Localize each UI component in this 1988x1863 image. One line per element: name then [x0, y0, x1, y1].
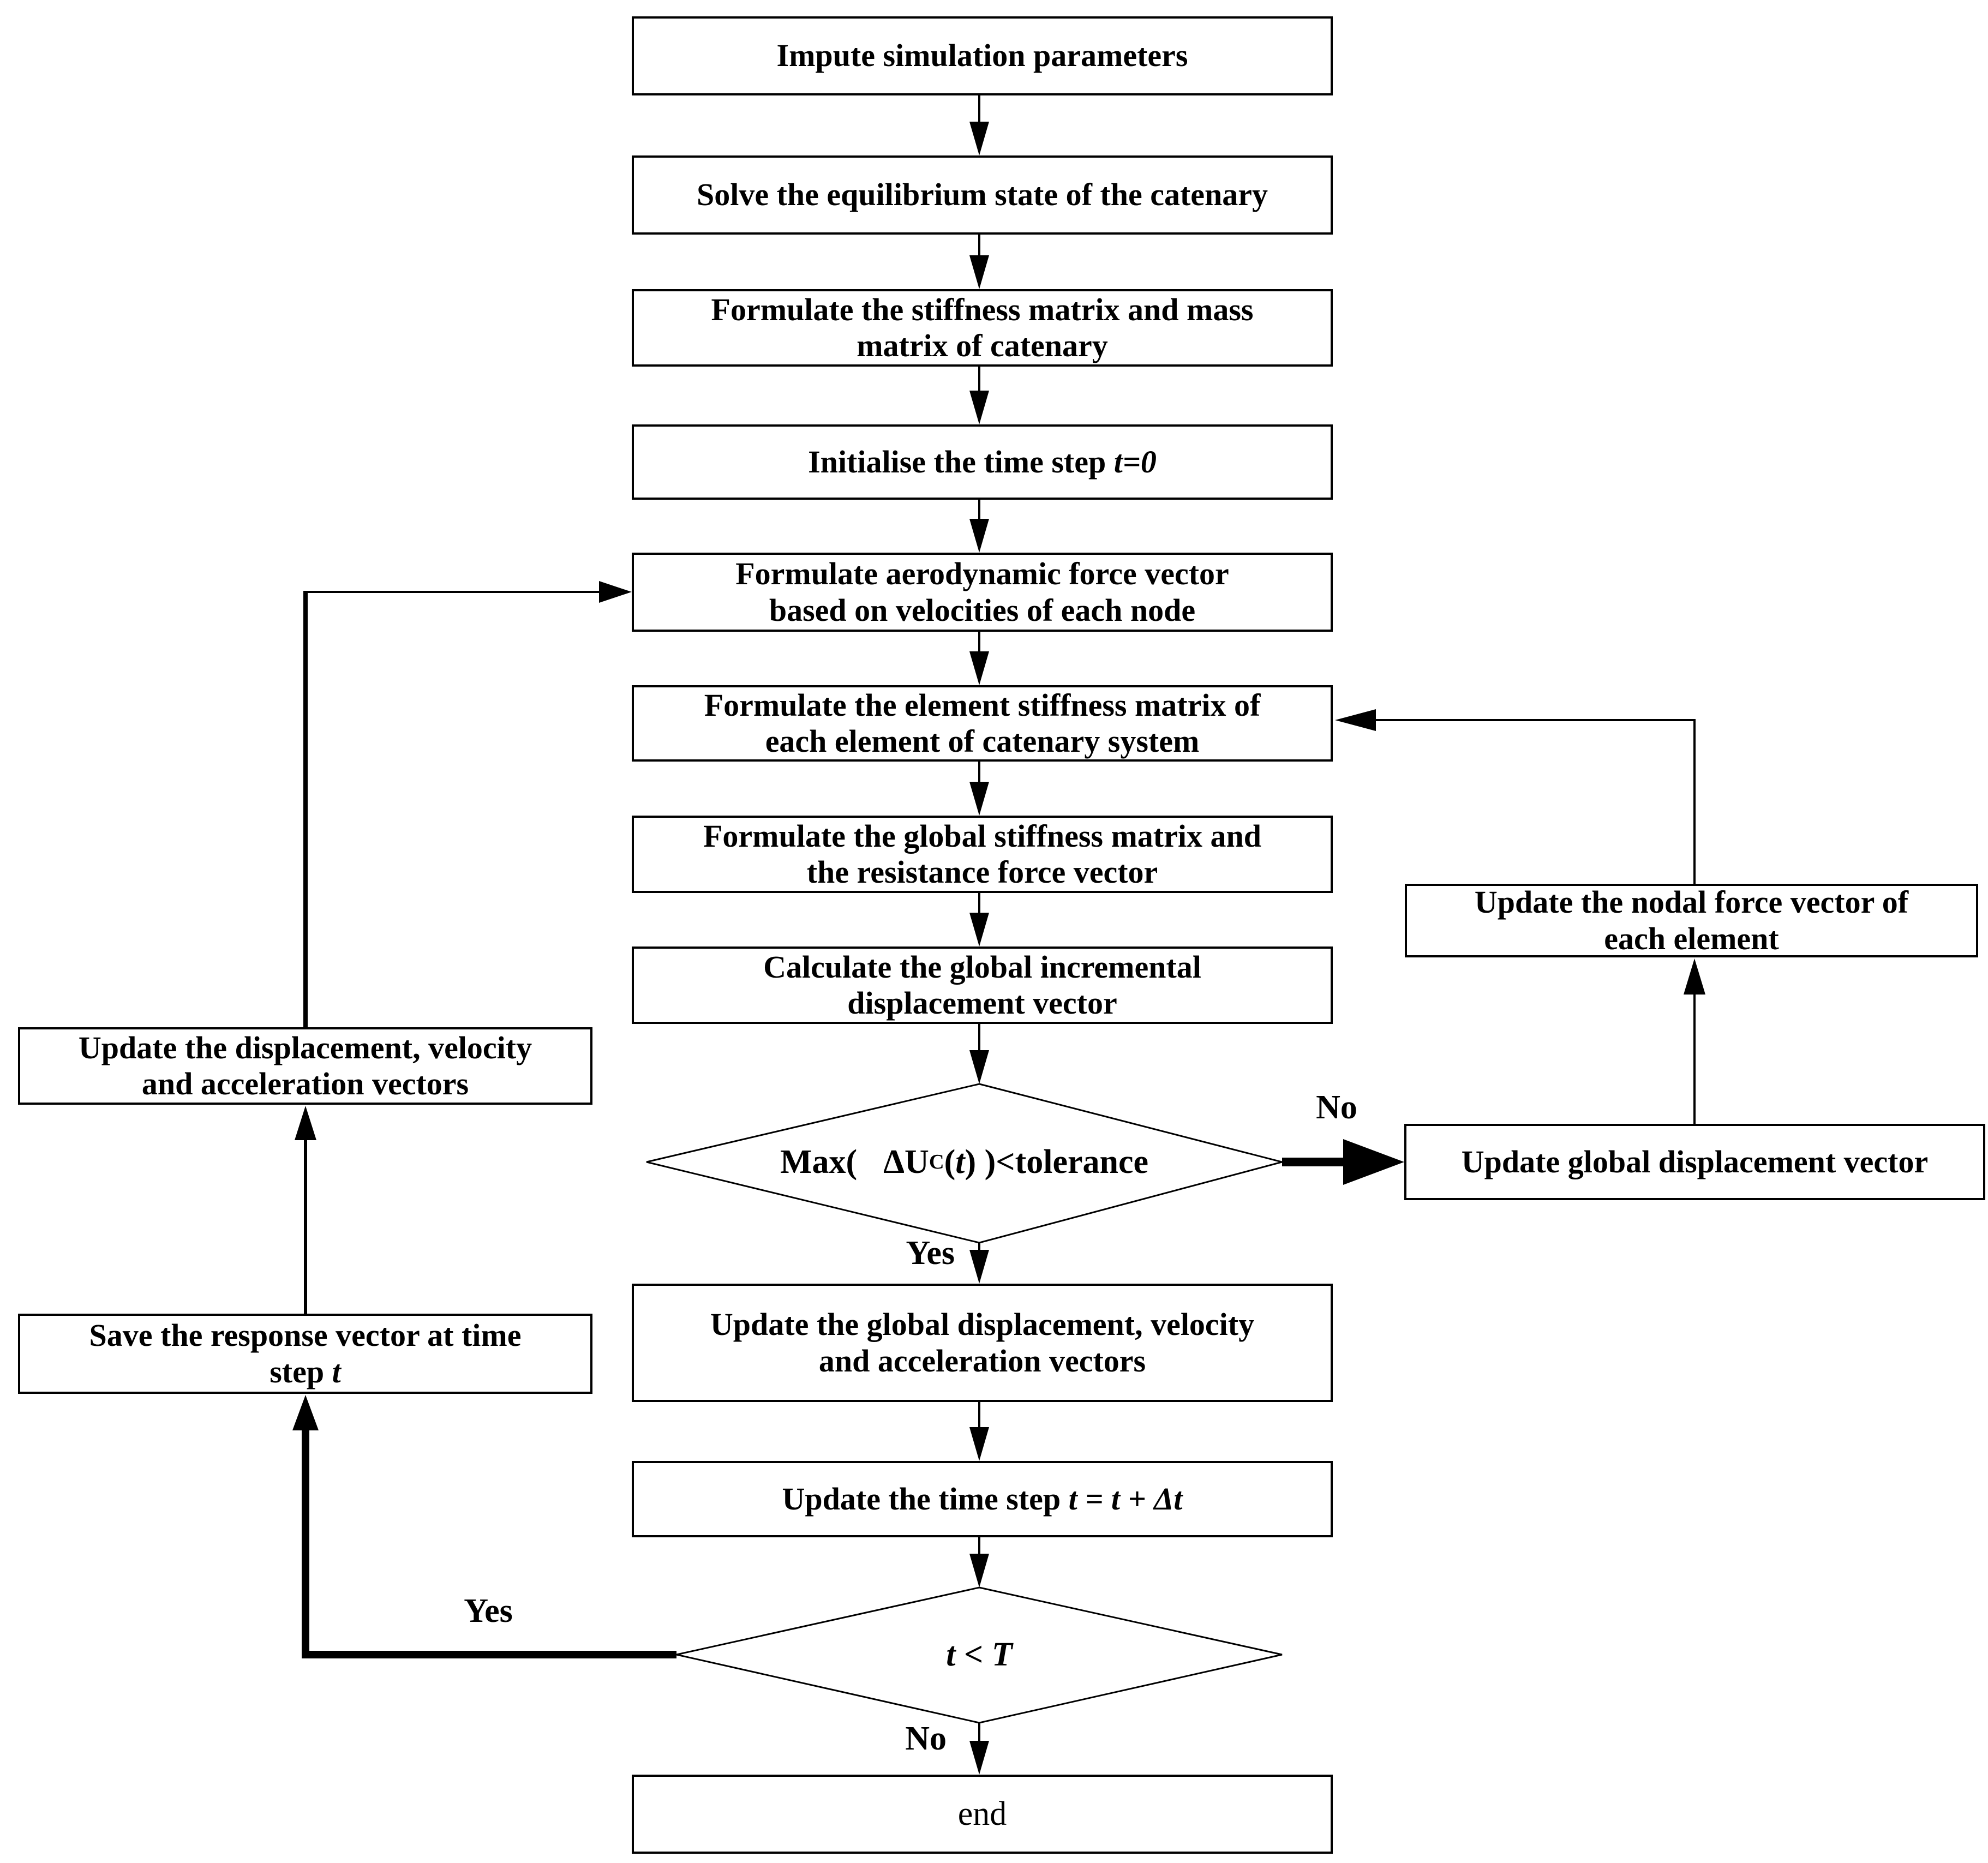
process-global-stiffness: Formulate the global stiffness matrix an…	[632, 816, 1333, 893]
process-label-line1: Formulate the element stiffness matrix o…	[704, 687, 1261, 723]
process-initialise-time-step: Initialise the time step t=0	[632, 424, 1333, 500]
arrow-global-to-incremental	[969, 893, 989, 947]
process-label-line1: Calculate the global incremental	[763, 949, 1201, 985]
terminator-end: end	[632, 1775, 1333, 1854]
decision-timecheck-label: t < T	[676, 1616, 1282, 1693]
arrow-stiffness-to-init	[969, 367, 989, 424]
arrow-timecheck-yes	[292, 1395, 676, 1658]
process-label-line1: Formulate the global stiffness matrix an…	[703, 818, 1261, 854]
process-update-global-dva: Update the global displacement, velocity…	[632, 1284, 1333, 1402]
subscript-c: C	[929, 1151, 944, 1173]
process-solve-equilibrium: Solve the equilibrium state of the caten…	[632, 155, 1333, 235]
process-label: Update the time step t = t + Δt	[782, 1481, 1183, 1517]
arrow-element-to-global	[969, 762, 989, 816]
process-update-dva: Update the displacement, velocity and ac…	[18, 1027, 592, 1105]
arrow-tolerance-yes	[969, 1243, 989, 1284]
process-label-line1: Formulate aerodynamic force vector	[735, 556, 1229, 592]
arrow-nodalforce-to-elementstiffness	[1335, 709, 1696, 884]
time-step-formula: t=0	[1113, 444, 1157, 480]
time-variable: t	[332, 1353, 341, 1389]
process-label-line1: Update the displacement, velocity	[78, 1029, 532, 1065]
process-update-global-displacement: Update global displacement vector	[1404, 1124, 1985, 1200]
delta-u-vector: ΔU	[883, 1143, 929, 1181]
arrow-input-to-solve	[969, 95, 989, 155]
process-label-line2: step t	[270, 1353, 341, 1389]
time-update-formula: t = t + Δt	[1068, 1481, 1183, 1517]
arrow-incremental-to-tolerance	[969, 1024, 989, 1084]
arrow-globaldisp-to-nodalforce	[1684, 959, 1705, 1124]
time-condition: t < T	[946, 1636, 1013, 1673]
process-label: Update global displacement vector	[1461, 1143, 1929, 1179]
arrow-tolerance-no	[1282, 1139, 1404, 1185]
process-aerodynamic-force: Formulate aerodynamic force vector based…	[632, 553, 1333, 632]
process-label-line1: Update the nodal force vector of	[1474, 884, 1909, 920]
edge-label-timecheck-no: No	[905, 1720, 947, 1757]
edge-label-timecheck-yes: Yes	[464, 1592, 513, 1630]
process-input-parameters: Impute simulation parameters	[632, 16, 1333, 95]
arrow-timestep-to-timecheck	[969, 1537, 989, 1588]
time-variable: t	[955, 1143, 965, 1181]
process-label: Initialise the time step t=0	[808, 444, 1157, 480]
process-incremental-displacement: Calculate the global incremental displac…	[632, 947, 1333, 1024]
process-label: Solve the equilibrium state of the caten…	[696, 177, 1268, 213]
process-label-line1: Formulate the stiffness matrix and mass	[711, 291, 1254, 327]
process-element-stiffness: Formulate the element stiffness matrix o…	[632, 685, 1333, 762]
edge-label-tolerance-yes: Yes	[906, 1235, 955, 1272]
edge-label-tolerance-no: No	[1316, 1089, 1357, 1126]
arrow-init-to-aero	[969, 500, 989, 553]
decision-timecheck-shape	[676, 1586, 1283, 1724]
process-label-line1: Update the global displacement, velocity	[710, 1307, 1255, 1343]
end-label: end	[957, 1795, 1007, 1833]
process-label-line2: each element of catenary system	[765, 723, 1200, 759]
process-label-line2: the resistance force vector	[806, 854, 1158, 890]
process-label-line2: matrix of catenary	[857, 328, 1108, 363]
arrow-solve-to-stiffness	[969, 235, 989, 289]
process-update-nodal-force: Update the nodal force vector of each el…	[1405, 884, 1978, 957]
process-update-time-step: Update the time step t = t + Δt	[632, 1461, 1333, 1537]
decision-tolerance-shape	[646, 1083, 1285, 1244]
process-label-line2: displacement vector	[847, 985, 1117, 1021]
process-label-line2: and acceleration vectors	[141, 1066, 469, 1101]
process-save-response: Save the response vector at time step t	[18, 1314, 592, 1394]
arrow-aero-to-element	[969, 632, 989, 685]
process-label-line2: based on velocities of each node	[769, 592, 1196, 628]
process-label: Impute simulation parameters	[776, 38, 1188, 74]
process-stiffness-mass-matrix: Formulate the stiffness matrix and mass …	[632, 289, 1333, 367]
process-label-line2: and acceleration vectors	[818, 1343, 1146, 1379]
arrow-dva-to-timestep	[969, 1402, 989, 1461]
process-label-line1: Save the response vector at time	[89, 1317, 522, 1353]
arrow-save-to-updatedva	[295, 1106, 316, 1314]
arrow-updatedva-to-aero	[303, 581, 632, 1027]
process-label-line2: each element	[1604, 920, 1779, 956]
arrow-timecheck-no-to-end	[969, 1723, 989, 1775]
